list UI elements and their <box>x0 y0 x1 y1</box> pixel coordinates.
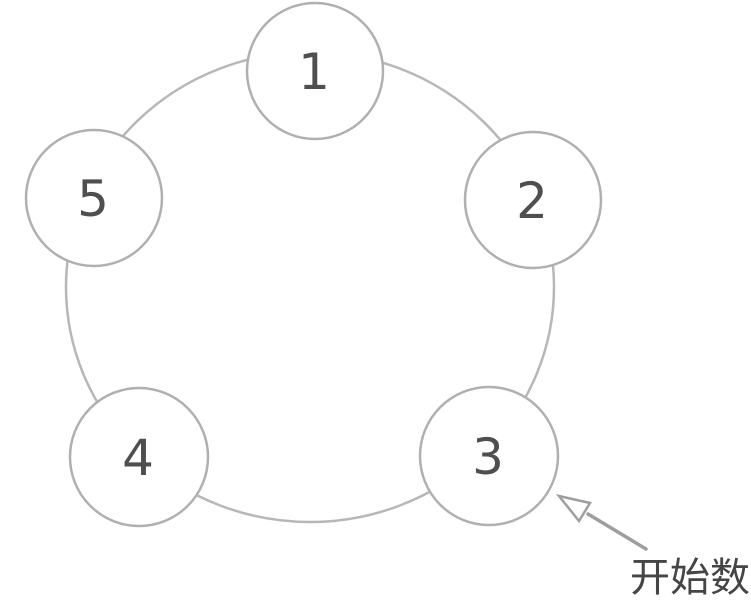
node-5: 5 <box>24 128 164 268</box>
annotation-label: 开始数 <box>630 555 750 601</box>
node-circle-4 <box>68 386 210 528</box>
arrow-shaft <box>586 512 648 551</box>
node-circle-1 <box>245 1 385 141</box>
node-1: 1 <box>245 1 385 141</box>
node-label-5: 5 <box>77 170 109 228</box>
node-circle-3 <box>418 385 560 527</box>
arrow-head-icon <box>555 493 592 524</box>
node-circle-5 <box>24 128 164 268</box>
node-label-1: 1 <box>298 43 330 101</box>
node-2: 2 <box>463 130 603 270</box>
node-label-4: 4 <box>122 429 154 487</box>
node-label-2: 2 <box>516 172 548 230</box>
node-label-3: 3 <box>472 428 504 486</box>
node-circle-2 <box>463 130 603 270</box>
start-arrow <box>555 493 648 551</box>
node-3: 3 <box>418 385 560 527</box>
node-4: 4 <box>68 386 210 528</box>
